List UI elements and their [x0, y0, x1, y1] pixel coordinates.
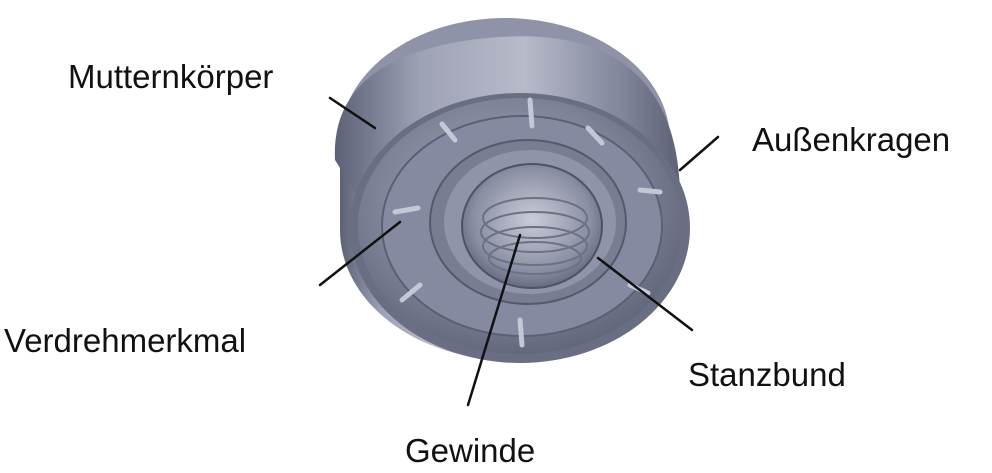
leader-line-verdrehmerkmal	[318, 220, 402, 287]
leader-line-mutternkoerper	[328, 96, 377, 130]
thread-hole	[461, 163, 603, 289]
leader-line-gewinde	[466, 233, 522, 407]
label-mutternkoerper: Mutternkörper	[68, 58, 274, 95]
label-verdrehmerkmal: Verdrehmerkmal	[4, 322, 247, 359]
leader-line-aussenkragen	[678, 135, 720, 172]
label-stanzbund: Stanzbund	[688, 356, 846, 393]
label-aussenkragen: Außenkragen	[752, 121, 951, 158]
leader-line-stanzbund	[596, 256, 694, 332]
leader-lines	[318, 96, 720, 407]
label-gewinde: Gewinde	[405, 432, 536, 469]
